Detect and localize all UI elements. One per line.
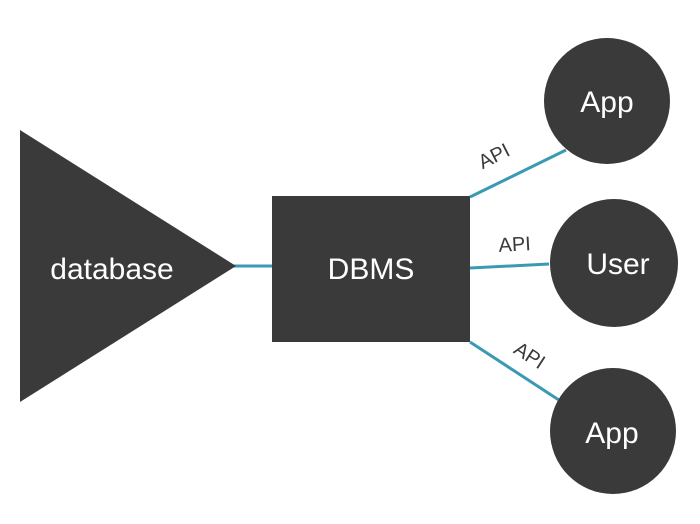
connector-dbms-user [469,262,550,270]
dbms-box [272,196,470,342]
app-top-label: App [580,86,633,119]
connector-dbms-app-top [469,148,567,199]
api-label-top: API [475,140,514,174]
dbms-label: DBMS [328,253,415,286]
database-label: database [50,253,173,286]
connector-dbms-app-bottom [469,340,566,406]
user-label: User [586,248,649,281]
api-label-middle: API [498,233,531,257]
user-circle [550,199,678,327]
database-shape [20,130,236,402]
app-top-circle [544,38,670,164]
app-bottom-label: App [585,417,638,450]
app-bottom-circle [550,368,676,494]
api-label-bottom: API [510,338,549,374]
